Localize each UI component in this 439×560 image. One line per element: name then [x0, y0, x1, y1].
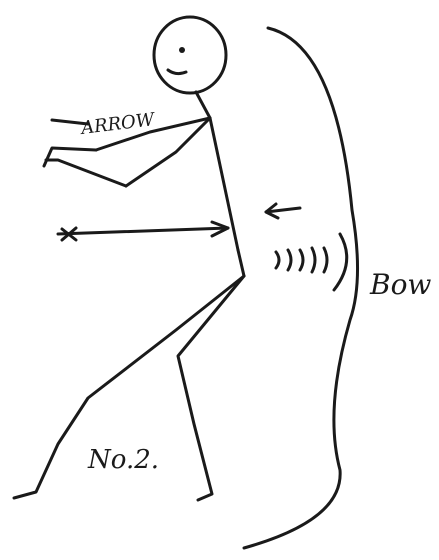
- figure-head: [154, 17, 226, 93]
- direction-arrow-icon: [266, 204, 300, 218]
- bow-label: Bow: [369, 268, 431, 301]
- figure-number-label: No.2.: [87, 445, 159, 475]
- vibration-marks: [276, 234, 347, 290]
- arrow-shape: [58, 222, 228, 240]
- bow-shape: [244, 28, 358, 548]
